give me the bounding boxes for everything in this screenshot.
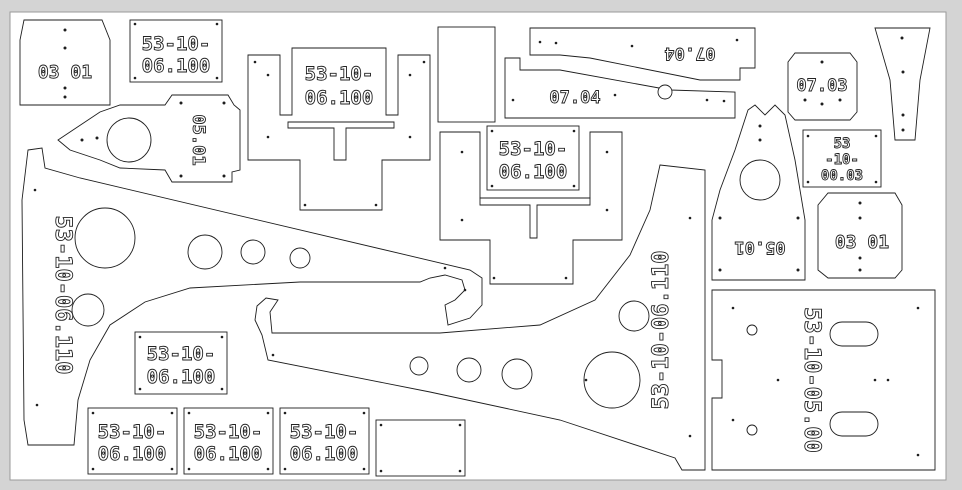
plate-right-small-line1: 53 (834, 136, 851, 152)
part-05-01-top: 05.01 (57, 94, 241, 183)
plate-bottom-1-line1: 53-10- (98, 421, 167, 443)
plate-bottom-3-line2: 06.100 (290, 443, 359, 465)
plate-top-center-line1: 53-10- (305, 63, 374, 85)
plate-bottom-2-line2: 06.100 (194, 443, 263, 465)
label-05-01-right: 05.01 (734, 237, 785, 257)
plate-top-center-line2: 06.100 (305, 87, 374, 109)
plate-bottom-2: 53-10- 06.100 (183, 407, 274, 475)
plate-mid-left-line1: 53-10- (147, 343, 216, 365)
label-long-arm-right: 53-10-06.110 (649, 251, 674, 410)
plate-top-left-line1: 53-10- (142, 33, 211, 55)
label-03-01-top: 03 01 (38, 62, 92, 83)
base-plate-right: 53-10-05.00 (711, 289, 936, 471)
label-05-01-top: 05.01 (188, 114, 208, 165)
part-03-01-right: 03 01 (817, 192, 903, 279)
long-arm-left: 53-10-06.110 (21, 147, 483, 446)
label-07-03: 07.03 (796, 76, 847, 96)
label-03-01-right: 03 01 (835, 232, 889, 253)
plate-bottom-1-line2: 06.100 (98, 443, 167, 465)
part-03-01-top: 03 01 (19, 19, 111, 106)
label-07-04-mirrored: 07.04 (664, 43, 715, 63)
part-07-04: 07.04 (504, 57, 736, 119)
plate-mid-left-line2: 06.100 (147, 366, 216, 388)
plate-bottom-1: 53-10- 06.100 (87, 407, 178, 475)
plate-bottom-2-line1: 53-10- (194, 421, 263, 443)
long-arm-right: 53-10-06.110 (254, 164, 706, 471)
part-07-04-mirrored: 07.04 (529, 27, 756, 81)
label-07-04: 07.04 (549, 88, 600, 108)
plate-top-left: 53-10- 06.100 (129, 19, 223, 83)
plate-bottom-blank (375, 419, 466, 477)
plate-right-small-line3: 00.03 (821, 168, 863, 184)
label-base-plate-right: 53-10-05.00 (799, 307, 824, 453)
frame-center: 53-10- 06.100 (439, 125, 623, 285)
part-05-01-right: 05.01 (711, 104, 806, 281)
plate-bottom-3: 53-10- 06.100 (279, 407, 370, 475)
tapered-part-top-right (874, 27, 931, 141)
plate-top-left-line2: 06.100 (142, 55, 211, 77)
frame-top-center: 53-10- 06.100 (247, 47, 431, 211)
plate-mid-left: 53-10- 06.100 (134, 331, 228, 395)
part-07-03: 07.03 (787, 52, 858, 121)
plate-bottom-3-line1: 53-10- (290, 421, 359, 443)
plate-right-small-line2: -10- (825, 152, 859, 168)
plate-center-line2: 06.100 (499, 161, 568, 183)
small-rect-top (437, 26, 496, 123)
plate-center-line1: 53-10- (499, 138, 568, 160)
plate-right-small: 53 -10- 00.03 (802, 129, 882, 188)
label-long-arm-left: 53-10-06.110 (50, 216, 75, 375)
